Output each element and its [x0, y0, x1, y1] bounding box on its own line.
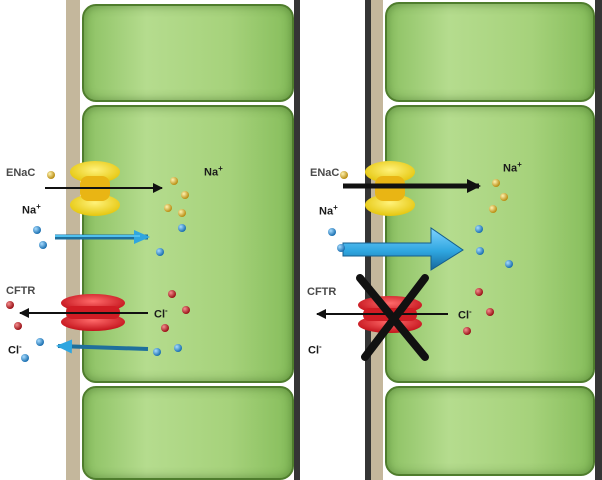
water-molecules [21, 224, 186, 362]
frame-edge [294, 0, 300, 480]
enac-label: ENaC [310, 167, 340, 179]
enac-channel [70, 161, 120, 216]
sodium-ions [340, 171, 508, 213]
transport-diagram [316, 161, 513, 361]
panel-altered: ENaC Na+ Na+ CFTR Cl- Cl- [303, 0, 602, 480]
chloride-ions [463, 288, 494, 335]
chloride-label-left: Cl- [8, 342, 22, 357]
water-return-arrow [56, 339, 149, 354]
cell-top [82, 4, 294, 102]
sodium-label-right: Na+ [204, 164, 223, 179]
membrane [66, 0, 80, 480]
sodium-label-left: Na+ [22, 202, 41, 217]
frame-edge-right [595, 0, 602, 480]
cell-bottom [385, 386, 595, 476]
water-arrow-enhanced [342, 227, 464, 271]
water-molecules [328, 225, 513, 268]
chloride-label-right: Cl- [458, 307, 472, 322]
transport-diagram [6, 161, 190, 362]
frame-edge [365, 0, 371, 480]
sodium-label-right: Na+ [503, 160, 522, 175]
sodium-ions [47, 171, 189, 217]
cftr-label: CFTR [6, 285, 36, 297]
cell-bottom [82, 386, 294, 480]
panel-divider [300, 0, 303, 480]
sodium-label-left: Na+ [319, 203, 338, 218]
cftr-label: CFTR [307, 286, 337, 298]
cell-middle [82, 105, 294, 383]
chloride-ions [6, 290, 190, 332]
panel-normal: ENaC Na+ Na+ CFTR Cl- Cl- [0, 0, 300, 480]
blocked-cross-icon [356, 274, 429, 361]
cell-top [385, 2, 595, 102]
membrane [371, 0, 383, 480]
chloride-label-left: Cl- [308, 342, 322, 357]
chloride-label-right: Cl- [154, 306, 168, 321]
enac-label: ENaC [6, 167, 36, 179]
